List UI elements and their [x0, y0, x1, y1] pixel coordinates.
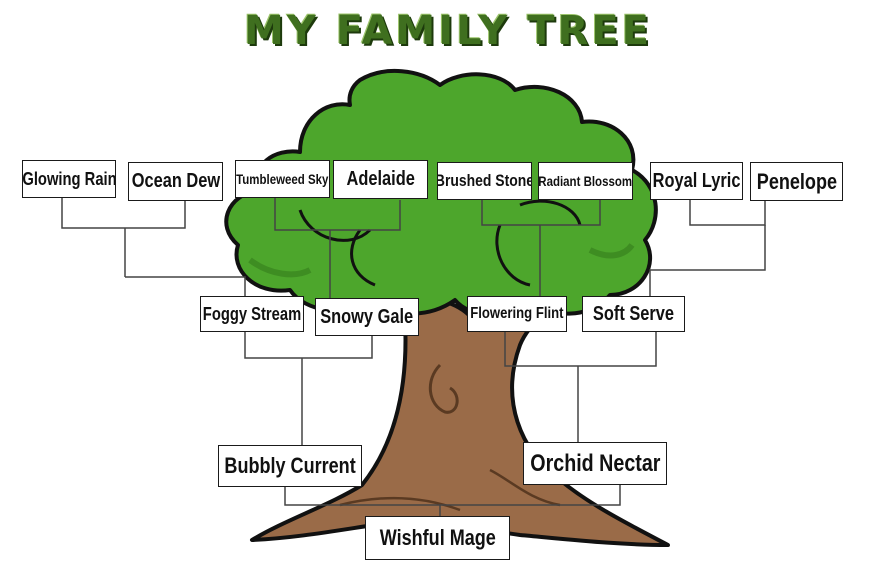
member-box-ocean-dew: Ocean Dew	[128, 162, 223, 201]
member-box-tumbleweed-sky: Tumbleweed Sky	[235, 160, 330, 198]
page-title: MY FAMILY TREE	[244, 8, 652, 54]
tree-connectors	[61, 198, 766, 516]
member-box-brushed-stone: Brushed Stone	[437, 162, 532, 200]
member-box-flowering-flint: Flowering Flint	[467, 296, 567, 332]
member-box-adelaide: Adelaide	[333, 160, 428, 199]
member-box-royal-lyric: Royal Lyric	[650, 162, 743, 200]
member-box-soft-serve: Soft Serve	[582, 296, 685, 332]
member-box-snowy-gale: Snowy Gale	[315, 298, 419, 336]
member-box-orchid-nectar: Orchid Nectar	[523, 442, 667, 485]
member-box-penelope: Penelope	[750, 162, 843, 201]
member-box-bubbly-current: Bubbly Current	[218, 445, 362, 487]
member-box-glowing-rain: Glowing Rain	[22, 160, 116, 198]
member-box-wishful-mage: Wishful Mage	[365, 516, 510, 560]
member-box-radiant-blossom: Radiant Blossom	[538, 162, 633, 200]
member-box-foggy-stream: Foggy Stream	[200, 296, 304, 332]
